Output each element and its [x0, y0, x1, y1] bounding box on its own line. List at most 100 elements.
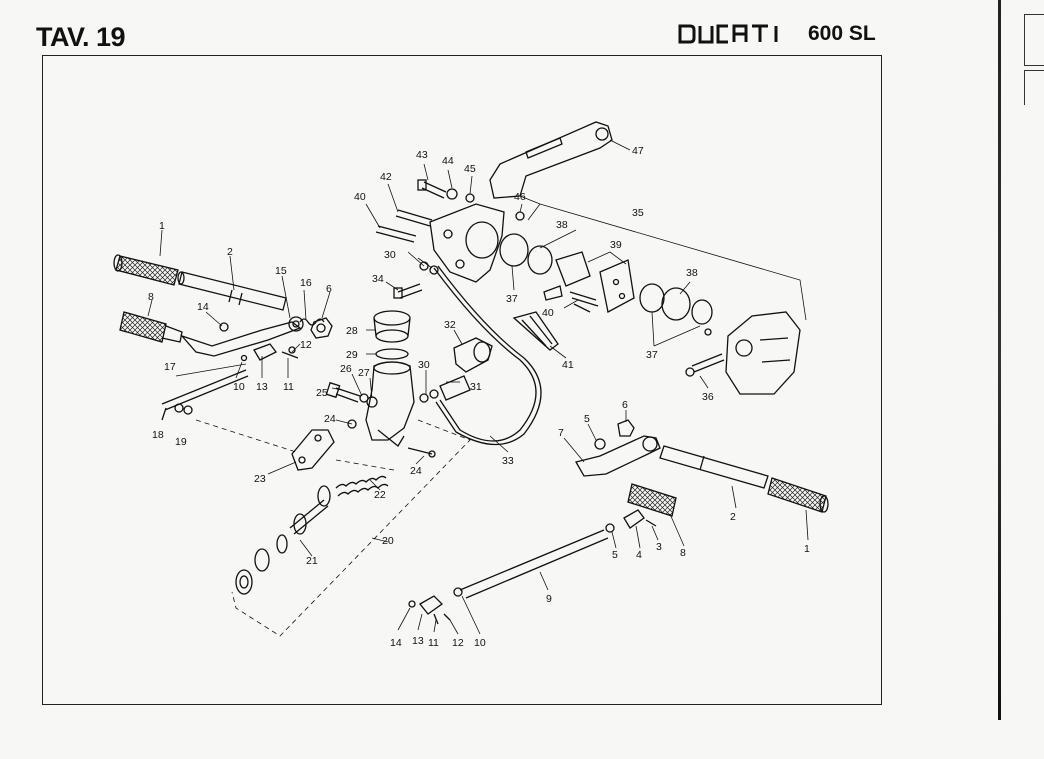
seal-29: [375, 348, 409, 360]
master-cylinder-body: [365, 361, 415, 447]
callout-19: 19: [175, 436, 187, 448]
bolt-42: [395, 209, 433, 227]
diagram-frame: [42, 55, 882, 705]
pin-24: [347, 419, 436, 458]
callout-25: 25: [316, 387, 328, 399]
callout-30-upper: 30: [384, 249, 396, 261]
callout-32: 32: [444, 319, 456, 331]
callout-23: 23: [254, 473, 266, 485]
caliper-bracket-47: [489, 121, 613, 199]
callout-27: 27: [358, 367, 370, 379]
scan-bracket-lower: [1024, 70, 1044, 105]
left-pedal-lever: [179, 316, 304, 357]
right-footpeg-rubber: [767, 477, 829, 513]
callout-36: 36: [702, 391, 714, 403]
callout-24: 24: [324, 413, 336, 425]
callout-20: 20: [382, 535, 394, 547]
callout-30-lower: 30: [418, 359, 430, 371]
ducati-logo: [678, 24, 778, 44]
callout-47: 47: [632, 145, 644, 157]
callout-8-right: 8: [680, 547, 686, 559]
washer-14-left: [219, 322, 229, 332]
pad-39-right: [599, 259, 635, 313]
clevis-4-right: [605, 509, 657, 533]
callout-7: 7: [558, 427, 564, 439]
callout-13: 13: [256, 381, 268, 393]
callout-42: 42: [380, 171, 392, 183]
callout-8: 8: [148, 291, 154, 303]
bolt-43: [417, 179, 447, 199]
callout-21: 21: [306, 555, 318, 567]
callout-39: 39: [610, 239, 622, 251]
rod-9: [459, 529, 609, 599]
right-pedal-lever: [575, 435, 661, 477]
callout-37-right: 37: [646, 349, 658, 361]
callout-46: 46: [514, 191, 526, 203]
piston-38-right: [639, 283, 713, 336]
reservoir-cap-28: [373, 310, 411, 343]
callout-16: 16: [300, 277, 312, 289]
callout-1-right: 1: [804, 543, 810, 555]
callout-4: 4: [636, 549, 642, 561]
callout-12-lower: 12: [452, 637, 464, 649]
callout-10: 10: [233, 381, 245, 393]
pins-40: [569, 291, 599, 313]
clevis-13-left: [240, 343, 299, 362]
washers-30-caliper: [419, 261, 439, 275]
bolt-25: [325, 381, 378, 408]
piston-kit-21: [235, 485, 331, 595]
callout-17: 17: [164, 361, 176, 373]
callout-26: 26: [340, 363, 352, 375]
callout-40-right: 40: [542, 307, 554, 319]
callout-3: 3: [656, 541, 662, 553]
leader-lines: [147, 139, 809, 635]
brake-hose-33: [433, 265, 542, 446]
callout-34: 34: [372, 273, 384, 285]
assembly-lines: [195, 419, 471, 637]
callout-45: 45: [464, 163, 476, 175]
callout-35: 35: [632, 207, 644, 219]
page-title: TAV. 19: [36, 22, 126, 52]
callout-9: 9: [546, 593, 552, 605]
caliper-left-half: [429, 203, 505, 283]
callout-29: 29: [346, 349, 358, 361]
callout-43: 43: [416, 149, 428, 161]
washer-44-45-46: [446, 188, 525, 221]
bolt-40-left: [375, 225, 417, 243]
caliper-right-half: [725, 311, 801, 395]
left-footpeg-shaft: [177, 271, 287, 311]
washers-18-19: [161, 403, 193, 421]
callout-2: 2: [227, 246, 233, 258]
shim-41: [512, 311, 559, 351]
piston-38-left: [499, 233, 553, 275]
callout-6: 6: [326, 283, 332, 295]
right-passenger-peg-rubber: [627, 483, 677, 517]
callout-40-left: 40: [354, 191, 366, 203]
callout-12: 12: [300, 339, 312, 351]
bleed-screw-36: [685, 353, 725, 377]
callout-37-left: 37: [506, 293, 518, 305]
nut-5-6-right: [594, 419, 635, 450]
callout-14-lower: 14: [390, 637, 402, 649]
callout-38-left: 38: [556, 219, 568, 231]
scan-edge: [998, 0, 1001, 720]
clevis-13-lower: [408, 587, 463, 625]
nut-6-left: [310, 317, 333, 339]
callout-14: 14: [197, 301, 209, 313]
callout-1: 1: [159, 220, 165, 232]
callout-6-right: 6: [622, 399, 628, 411]
callout-41: 41: [562, 359, 574, 371]
callout-24-right: 24: [410, 465, 422, 477]
callout-11: 11: [283, 381, 294, 393]
callout-5-lower: 5: [612, 549, 618, 561]
callout-15: 15: [275, 265, 287, 277]
callout-18: 18: [152, 429, 164, 441]
bracket-23: [291, 429, 335, 471]
callout-44: 44: [442, 155, 454, 167]
callout-13-lower: 13: [412, 635, 424, 647]
callout-10-lower: 10: [474, 637, 486, 649]
callout-38-right: 38: [686, 267, 698, 279]
callout-5-upper: 5: [584, 413, 590, 425]
callout-33: 33: [502, 455, 514, 467]
